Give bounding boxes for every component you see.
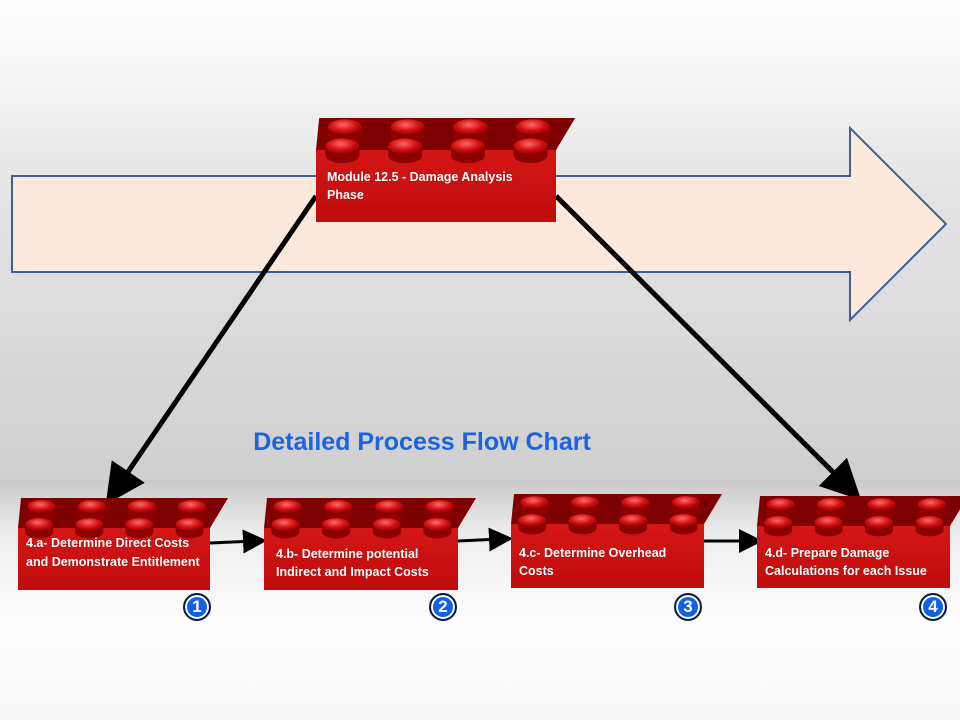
step-2-brick-stud — [324, 500, 353, 513]
step-1-label: 4.a- Determine Direct Costs and Demonstr… — [26, 536, 200, 569]
main-module-brick-stud — [450, 138, 485, 154]
step-3-brick-stud — [669, 514, 698, 527]
step-1-brick — [18, 498, 228, 590]
step-2-brick-stud — [273, 500, 302, 513]
flow-arrow-2-3 — [457, 527, 513, 552]
step-1-brick-stud — [27, 500, 56, 513]
step-1-brick-stud — [75, 518, 104, 531]
step-1-number-badge: 1 — [183, 593, 211, 621]
step-4-brick — [757, 496, 960, 588]
step-3-brick-stud — [619, 514, 648, 527]
step-4-brick-stud — [915, 516, 944, 529]
step-4-brick-stud — [817, 498, 846, 511]
step-3-brick — [511, 494, 722, 588]
step-2-brick-face — [264, 528, 458, 590]
step-2-label: 4.b- Determine potential Indirect and Im… — [276, 547, 429, 579]
main-module-brick — [316, 118, 576, 222]
step-2-brick-stud — [423, 518, 452, 531]
step-4-brick-stud — [814, 516, 843, 529]
main-module-brick-face — [316, 150, 556, 222]
connector-to-step-4 — [554, 194, 862, 501]
main-module-brick-stud — [388, 138, 423, 154]
step-3-number-badge: 3 — [674, 593, 702, 621]
step-4-brick-stud — [867, 498, 896, 511]
step-2-number-badge: 2 — [429, 593, 457, 621]
step-3-brick-stud — [571, 496, 600, 509]
step-4-label: 4.d- Prepare Damage Calculations for eac… — [765, 546, 927, 578]
step-1-brick-stud — [77, 500, 106, 513]
step-2-brick — [264, 498, 476, 590]
step-3-brick-stud — [621, 496, 650, 509]
step-2-brick-stud — [322, 518, 351, 531]
main-module-brick-stud — [513, 138, 548, 154]
step-2-brick-stud — [425, 500, 454, 513]
step-3-brick-stud — [568, 514, 597, 527]
step-3-brick-stud — [518, 514, 547, 527]
timeline-arrow — [11, 125, 948, 323]
step-2-brick-stud — [375, 500, 404, 513]
connector-to-step-1 — [105, 194, 319, 505]
step-2-brick-stud — [271, 518, 300, 531]
main-module-brick-stud — [325, 138, 360, 154]
diagram-title: Detailed Process Flow Chart — [253, 428, 591, 456]
step-4-brick-stud — [865, 516, 894, 529]
step-2-brick-stud — [372, 518, 401, 531]
step-3-brick-stud — [671, 496, 700, 509]
step-1-brick-stud — [25, 518, 54, 531]
main-module-brick-stud — [390, 119, 425, 135]
step-4-number-badge: 4 — [919, 593, 947, 621]
main-module-label: Module 12.5 - Damage Analysis Phase — [327, 170, 513, 202]
main-module-brick-stud — [327, 119, 362, 135]
step-3-brick-stud — [520, 496, 549, 509]
step-3-brick-top — [511, 494, 722, 524]
main-module-brick-top — [316, 118, 576, 150]
step-1-brick-stud — [125, 518, 154, 531]
step-4-brick-top — [757, 496, 960, 526]
step-1-brick-stud — [178, 500, 207, 513]
step-1-brick-stud — [127, 500, 156, 513]
main-module-brick-stud — [453, 119, 488, 135]
step-2-brick-top — [264, 498, 476, 528]
step-4-brick-stud — [764, 516, 793, 529]
step-1-brick-stud — [175, 518, 204, 531]
step-4-brick-stud — [766, 498, 795, 511]
step-3-label: 4.c- Determine Overhead Costs — [519, 546, 667, 578]
flow-arrow-1-2 — [209, 529, 267, 554]
step-1-brick-top — [18, 498, 228, 528]
step-1-brick-face — [18, 528, 210, 590]
step-4-brick-face — [757, 526, 950, 588]
step-3-brick-face — [511, 524, 704, 588]
main-module-brick-stud — [516, 119, 551, 135]
step-4-brick-stud — [917, 498, 946, 511]
